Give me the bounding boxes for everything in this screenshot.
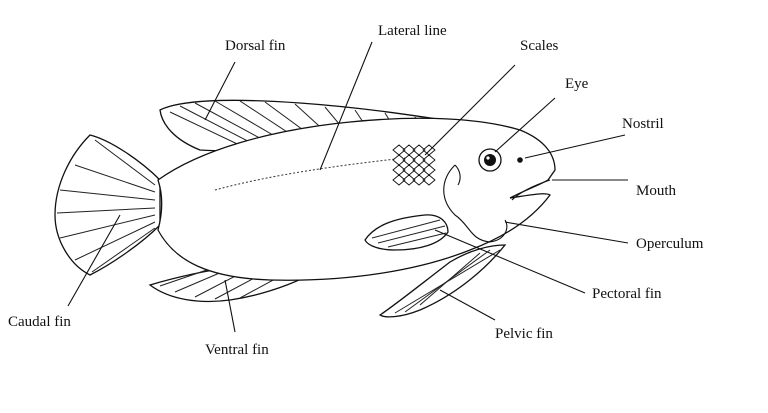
label-mouth: Mouth xyxy=(636,183,677,199)
label-nostril: Nostril xyxy=(622,116,664,132)
leader-operculum xyxy=(504,221,629,244)
leader-lateral-line xyxy=(319,41,373,171)
operculum xyxy=(443,164,508,243)
leader-dorsal-fin xyxy=(204,61,236,121)
label-pelvic-fin: Pelvic fin xyxy=(495,326,553,342)
scales xyxy=(392,144,436,186)
fish-body xyxy=(157,117,556,281)
pelvic-fin xyxy=(378,244,507,318)
label-scales: Scales xyxy=(520,38,558,54)
label-caudal-fin: Caudal fin xyxy=(8,314,71,330)
label-pectoral-fin: Pectoral fin xyxy=(592,286,662,302)
leader-scales xyxy=(424,64,516,156)
nostril xyxy=(517,157,523,163)
lateral-line xyxy=(214,157,406,191)
label-dorsal-fin: Dorsal fin xyxy=(225,38,286,54)
pectoral-fin xyxy=(364,214,449,251)
leader-ventral-fin xyxy=(224,279,236,333)
label-operculum: Operculum xyxy=(636,236,704,252)
leader-eye xyxy=(494,97,556,153)
mouth xyxy=(511,179,551,201)
leader-pectoral-fin xyxy=(434,229,586,294)
label-eye: Eye xyxy=(565,76,589,92)
caudal-fin xyxy=(54,134,161,276)
leader-pelvic-fin xyxy=(439,289,496,321)
label-ventral-fin: Ventral fin xyxy=(205,342,269,358)
label-lateral-line: Lateral line xyxy=(378,23,447,39)
leader-caudal-fin xyxy=(67,214,121,307)
leader-nostril xyxy=(524,134,626,159)
eye xyxy=(478,148,502,172)
